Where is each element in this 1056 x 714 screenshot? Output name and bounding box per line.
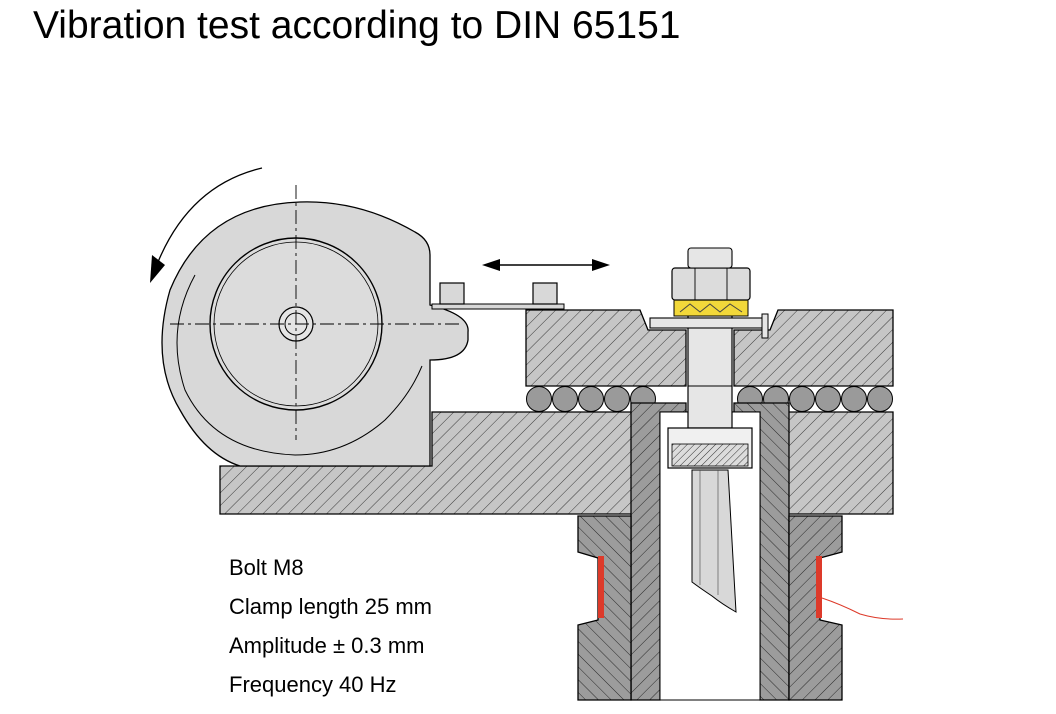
spec-bolt: Bolt M8 xyxy=(229,555,304,580)
spec-frequency: Frequency 40 Hz xyxy=(229,672,397,697)
nut-washer xyxy=(649,247,769,339)
strain-gauge xyxy=(598,556,904,620)
ball xyxy=(867,386,893,412)
spec-clamp-length: Clamp length 25 mm xyxy=(229,594,432,619)
ball xyxy=(604,386,630,412)
page-title: Vibration test according to DIN 65151 xyxy=(33,4,681,47)
ball xyxy=(578,386,604,412)
double-arrow-icon xyxy=(482,259,610,271)
eccentric-housing xyxy=(161,185,469,467)
rotation-arrow-icon xyxy=(150,167,263,283)
ball xyxy=(552,386,578,412)
ball xyxy=(841,386,867,412)
spec-amplitude: Amplitude ± 0.3 mm xyxy=(229,633,425,658)
ball xyxy=(789,386,815,412)
upper-plate xyxy=(525,309,894,387)
ball xyxy=(815,386,841,412)
rolling-balls xyxy=(526,386,893,412)
test-specifications: Bolt M8 Clamp length 25 mm Amplitude ± 0… xyxy=(229,554,432,710)
ball xyxy=(526,386,552,412)
test-bolt xyxy=(667,299,753,613)
connecting-link xyxy=(431,282,565,310)
